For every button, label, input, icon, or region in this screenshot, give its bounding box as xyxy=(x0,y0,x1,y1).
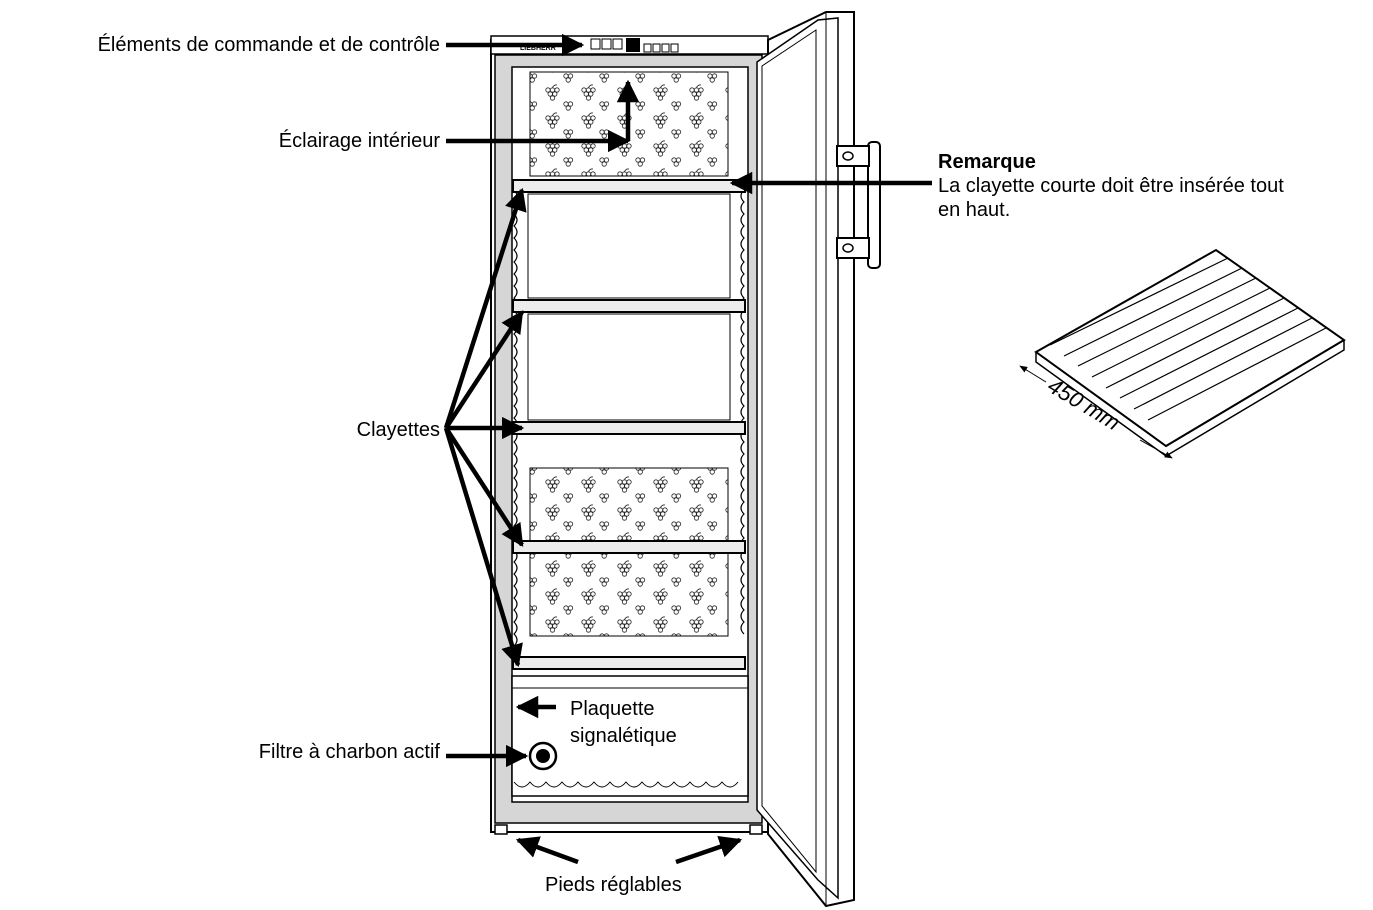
shelf-2 xyxy=(512,299,746,313)
right-rail xyxy=(740,189,745,635)
arrow-shelf-1 xyxy=(443,187,527,429)
label-feet: Pieds réglables xyxy=(545,874,682,896)
inner-panel-2 xyxy=(527,313,731,421)
label-plate-line2: signalétique xyxy=(570,725,677,747)
bottom-compartment xyxy=(511,675,749,797)
note-line-2: en haut. xyxy=(938,199,1011,221)
dimension-arrow-left xyxy=(1019,365,1047,383)
foot-left xyxy=(494,824,508,835)
note-title: Remarque xyxy=(938,151,1036,173)
shelf-5 xyxy=(512,656,746,670)
inner-panel-1 xyxy=(527,193,731,299)
label-shelves: Clayettes xyxy=(356,419,440,441)
shelf-1 xyxy=(512,179,746,193)
arrow-shelf-5 xyxy=(443,427,523,668)
arrow-shelf-2 xyxy=(444,310,524,430)
label-filter: Filtre à charbon actif xyxy=(258,741,440,763)
foot-right xyxy=(749,824,763,835)
label-lighting: Éclairage intérieur xyxy=(278,130,440,152)
control-panel xyxy=(490,35,769,55)
arrow-foot-left xyxy=(515,836,579,865)
door xyxy=(756,11,855,908)
shelf-3 xyxy=(512,421,746,435)
label-plate-line1: Plaquette xyxy=(570,698,655,720)
shelf-4 xyxy=(512,540,746,554)
label-controls: Éléments de commande et de contrôle xyxy=(97,34,440,56)
charcoal-filter xyxy=(528,741,558,771)
short-shelf-illustration xyxy=(1034,248,1346,457)
brand-logo: LIEBHERR xyxy=(520,45,556,52)
door-handle xyxy=(836,141,881,269)
arrow-foot-right xyxy=(675,835,743,865)
note-line-1: La clayette courte doit être insérée tou… xyxy=(938,175,1284,197)
arrow-shelf-4 xyxy=(444,426,524,547)
dimension-arrow-right xyxy=(1139,439,1173,459)
